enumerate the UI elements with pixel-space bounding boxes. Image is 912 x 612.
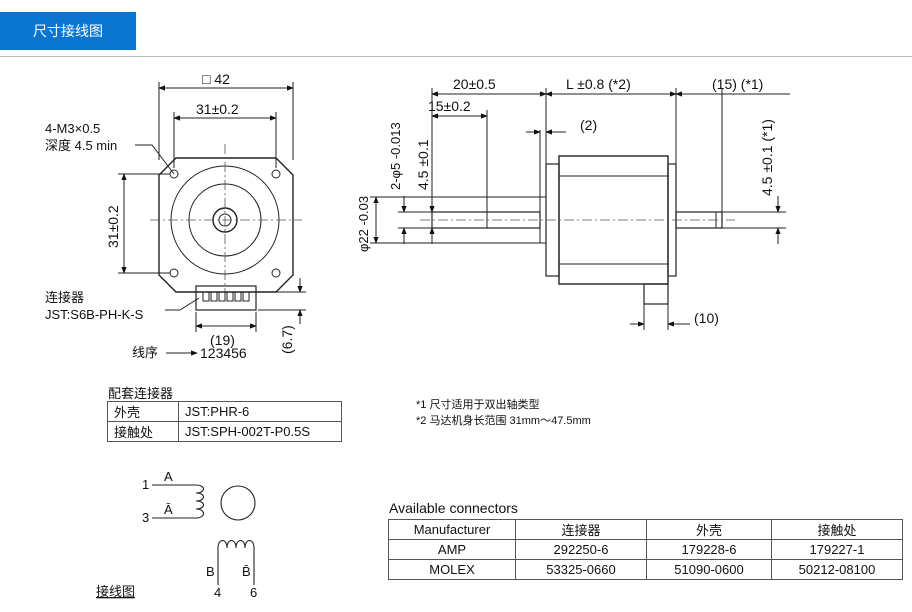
cell-name: 外壳	[107, 401, 179, 422]
wiring-title: 接线图	[96, 584, 135, 599]
dim-rear: (15) (*1)	[712, 76, 763, 92]
wiring-diagram	[152, 484, 256, 585]
header-manufacturer: Manufacturer	[388, 519, 516, 540]
coil-a: A	[164, 469, 173, 484]
cell: 292250-6	[515, 539, 647, 560]
pin-6: 6	[250, 585, 257, 600]
connector-label: 连接器	[45, 290, 84, 305]
dim-boss: φ22 -0.03	[356, 196, 371, 252]
screw-depth: 深度 4.5 min	[45, 138, 117, 153]
pin-4: 4	[214, 585, 221, 600]
dim-45-right: 4.5 ±0.1 (*1)	[759, 119, 775, 196]
dim-square: □ 42	[202, 71, 230, 87]
front-shaft	[431, 211, 541, 229]
table-row: AMP 292250-6 179228-6 179227-1	[388, 539, 903, 560]
cell-name: 接触处	[107, 421, 179, 442]
cell: 179228-6	[646, 539, 772, 560]
header-connector: 连接器	[515, 519, 647, 540]
cell-value: JST:SPH-002T-P0.5S	[178, 421, 342, 442]
cell: MOLEX	[388, 559, 516, 580]
cell: AMP	[388, 539, 516, 560]
dim-hole-pitch-left: 31±0.2	[105, 205, 121, 248]
side-connector	[643, 283, 669, 305]
notes: *1 尺寸适用于双出轴类型 *2 马达机身长范围 31mm～47.5mm	[416, 397, 591, 429]
mounting-holes	[169, 169, 281, 278]
dim-2: (2)	[580, 117, 597, 133]
header-contact: 接触处	[771, 519, 903, 540]
dim-connector-width: (19)	[210, 332, 235, 348]
pin-3: 3	[142, 510, 149, 525]
connector-body	[195, 285, 257, 311]
dim-20: 20±0.5	[453, 76, 496, 92]
cell: 51090-0600	[646, 559, 772, 580]
available-connectors-title: Available connectors	[389, 500, 518, 516]
wire-order-label: 线序	[132, 345, 158, 360]
pin-1: 1	[142, 477, 149, 492]
note-2: *2 马达机身长范围 31mm～47.5mm	[416, 415, 591, 427]
dim-flat: 2-φ5 -0.013	[388, 122, 403, 190]
motor-front-outline	[158, 157, 294, 293]
cell: 50212-08100	[771, 559, 903, 580]
cell: 179227-1	[771, 539, 903, 560]
table-row: 接触处 JST:SPH-002T-P0.5S	[107, 421, 342, 442]
note-1: *1 尺寸适用于双出轴类型	[416, 399, 540, 411]
dim-45-left: 4.5 ±0.1	[415, 139, 431, 190]
available-connectors-table: Manufacturer 连接器 外壳 接触处 AMP 292250-6 179…	[388, 519, 903, 580]
dim-15: 15±0.2	[428, 98, 471, 114]
coil-b: B	[206, 564, 215, 579]
wire-order-value: 123456	[200, 345, 247, 361]
connector-model: JST:S6B-PH-K-S	[45, 307, 144, 322]
mating-connector-table: 外壳 JST:PHR-6 接触处 JST:SPH-002T-P0.5S	[107, 401, 342, 442]
header-housing: 外壳	[646, 519, 772, 540]
cell: 53325-0660	[515, 559, 647, 580]
dim-hole-pitch-top: 31±0.2	[196, 101, 239, 117]
divider	[0, 56, 912, 57]
dim-10: (10)	[694, 310, 719, 326]
cell-value: JST:PHR-6	[178, 401, 342, 422]
dim-connector-height: (6.7)	[279, 325, 295, 354]
table-header: Manufacturer 连接器 外壳 接触处	[388, 519, 903, 540]
dim-L: L ±0.8 (*2)	[566, 76, 631, 92]
coil-b-bar: B̄	[242, 564, 251, 579]
tab-dimension-wiring[interactable]: 尺寸接线图	[0, 12, 136, 50]
table-row: 外壳 JST:PHR-6	[107, 401, 342, 422]
screw-spec: 4-M3×0.5	[45, 121, 100, 136]
mating-connector-title: 配套连接器	[108, 386, 174, 401]
connector-pins	[202, 291, 250, 302]
coil-a-bar: Ā	[164, 502, 173, 517]
table-row: MOLEX 53325-0660 51090-0600 50212-08100	[388, 559, 903, 580]
